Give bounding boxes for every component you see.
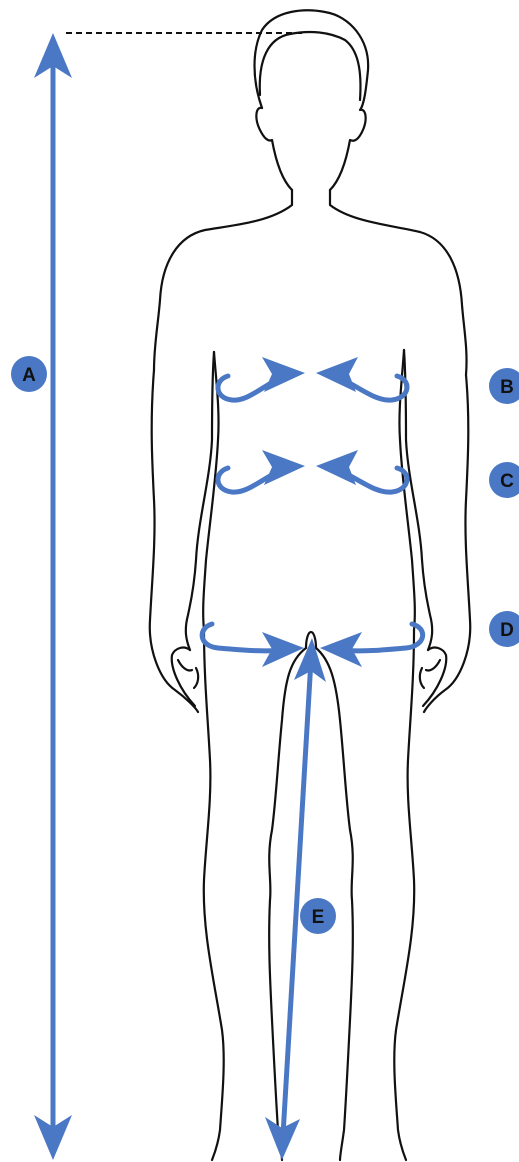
badge-label-e: E (312, 907, 325, 928)
badge-label-a: A (22, 365, 36, 386)
right-hand (420, 648, 446, 706)
right-shoulder-line (330, 190, 467, 375)
left-leg-outer (204, 630, 224, 1160)
height-measurement-arrow (34, 33, 72, 1160)
label-badge-height: A (11, 356, 47, 392)
badge-label-d: D (500, 620, 514, 641)
label-badge-hips: D (489, 611, 519, 647)
left-arm-inner (186, 352, 214, 650)
human-figure-outline (150, 10, 470, 1160)
right-arm-inner (404, 350, 432, 650)
left-shoulder-line (154, 190, 292, 370)
label-badge-waist: C (489, 462, 519, 498)
badge-label-b: B (500, 377, 514, 398)
head-outline (255, 10, 369, 190)
label-badge-chest: B (489, 368, 519, 404)
face-outline (256, 108, 292, 190)
chest-right-arrowhead (316, 357, 358, 392)
inseam-arrow-line (283, 660, 311, 1135)
chest-left-arrowhead (262, 357, 305, 392)
waist-left-arrowhead (262, 450, 305, 485)
chest-measurement-arrows (218, 357, 407, 400)
hairline (260, 32, 361, 100)
right-leg-outer (394, 630, 414, 1160)
waist-right-arrowhead (316, 450, 358, 485)
waist-measurement-arrows (218, 450, 407, 492)
left-arm-outer (150, 370, 198, 712)
label-badge-inseam: E (300, 898, 336, 934)
badge-label-c: C (500, 471, 514, 492)
